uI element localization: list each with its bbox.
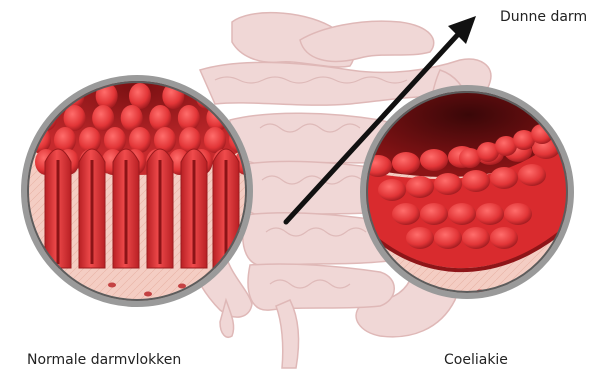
flat-bump bbox=[490, 167, 518, 189]
flat-bump bbox=[420, 149, 448, 171]
villus-tip bbox=[149, 105, 171, 131]
villus-tip bbox=[104, 127, 126, 153]
flat-bump bbox=[504, 203, 532, 225]
flat-bump bbox=[476, 203, 504, 225]
flat-bump bbox=[406, 176, 434, 198]
flat-bump bbox=[448, 203, 476, 225]
villus-tip bbox=[92, 105, 114, 131]
flat-bump bbox=[378, 179, 406, 201]
flat-bump bbox=[392, 152, 420, 174]
flat-bump bbox=[518, 164, 546, 186]
flat-bump bbox=[434, 173, 462, 195]
label-normal-villi: Normale darmvlokken bbox=[27, 352, 181, 368]
flat-bump bbox=[392, 203, 420, 225]
celiac-lens bbox=[360, 86, 575, 301]
villus-tip bbox=[129, 127, 151, 153]
flat-bump bbox=[462, 227, 490, 249]
flat-bump bbox=[434, 227, 462, 249]
villus-tip bbox=[64, 105, 86, 131]
flat-bump bbox=[420, 203, 448, 225]
flat-bump bbox=[406, 227, 434, 249]
label-celiac: Coeliakie bbox=[444, 352, 508, 368]
flat-bump bbox=[462, 170, 490, 192]
villus-tip bbox=[29, 83, 51, 109]
flat-bump bbox=[490, 227, 518, 249]
villus-tip bbox=[179, 127, 201, 153]
label-small-intestine: Dunne darm bbox=[500, 9, 587, 25]
